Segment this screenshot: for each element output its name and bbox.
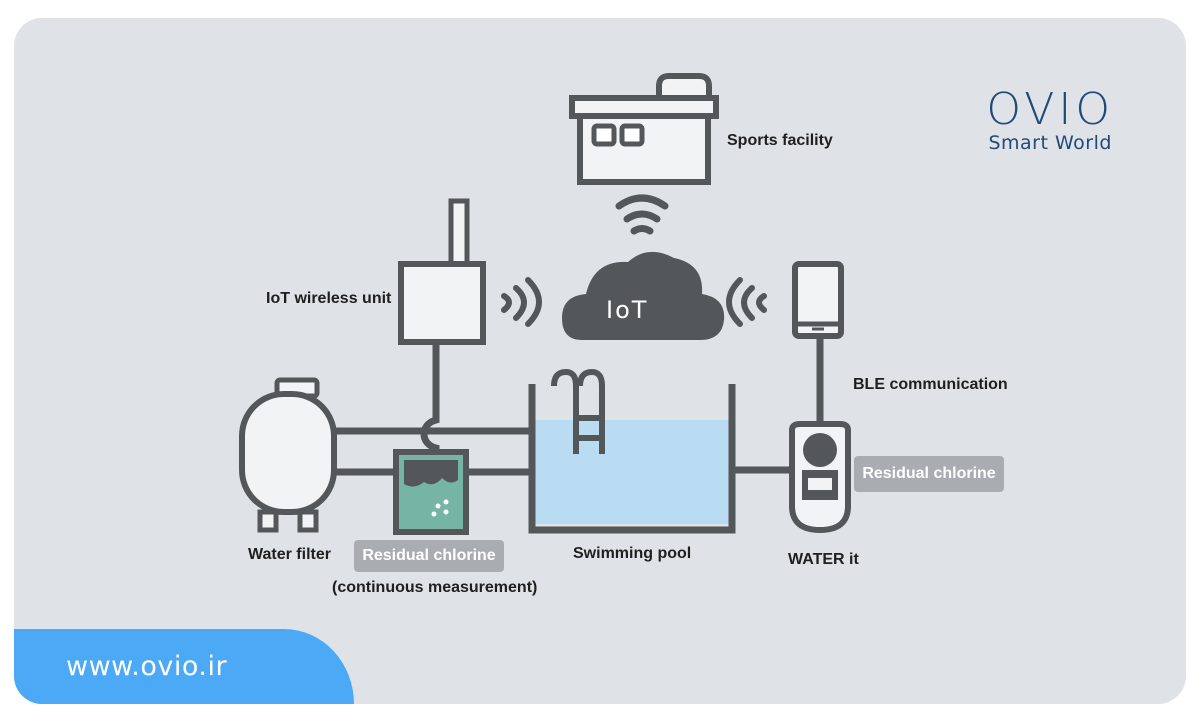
cloud-icon xyxy=(562,251,725,340)
logo-tagline: Smart World xyxy=(988,132,1112,154)
iot-wireless-unit-icon xyxy=(398,198,486,345)
cloud-label: IoT xyxy=(606,296,649,324)
wifi-icon xyxy=(615,194,669,235)
residual-chlorine-sensor-tag: Residual chlorine xyxy=(354,540,504,572)
swimming-pool-label: Swimming pool xyxy=(573,545,692,562)
signal-waves-left-icon xyxy=(501,277,542,327)
sports-facility-label: Sports facility xyxy=(727,132,833,149)
pool-ladder-icon xyxy=(551,368,605,454)
water-it-device-icon xyxy=(789,421,851,534)
diagram-card: IoT Sports facility IoT wireless unit BL… xyxy=(14,18,1186,704)
residual-chlorine-device-tag: Residual chlorine xyxy=(854,456,1004,492)
pipes xyxy=(334,336,824,476)
iot-cable xyxy=(420,343,440,453)
chlorine-sensor-icon xyxy=(393,449,469,535)
water-filter-label: Water filter xyxy=(248,546,331,563)
smartphone-icon xyxy=(792,261,844,339)
ble-communication-label: BLE communication xyxy=(853,376,1008,393)
signal-waves-right-icon xyxy=(726,277,767,327)
water-filter-icon xyxy=(239,377,337,533)
website-link[interactable]: www.ovio.ir xyxy=(66,651,228,682)
water-it-label: WATER it xyxy=(788,551,859,568)
logo-text: OVIO xyxy=(986,84,1114,135)
url-band: www.ovio.ir xyxy=(14,629,354,704)
ovio-logo: OVIO Smart World xyxy=(986,84,1114,155)
continuous-measurement-label: (continuous measurement) xyxy=(332,579,538,596)
sensor-dots xyxy=(431,499,449,517)
sports-facility-icon xyxy=(569,73,719,185)
iot-wireless-unit-label: IoT wireless unit xyxy=(266,290,392,307)
swimming-pool-icon xyxy=(528,368,736,534)
system-diagram xyxy=(239,73,851,535)
